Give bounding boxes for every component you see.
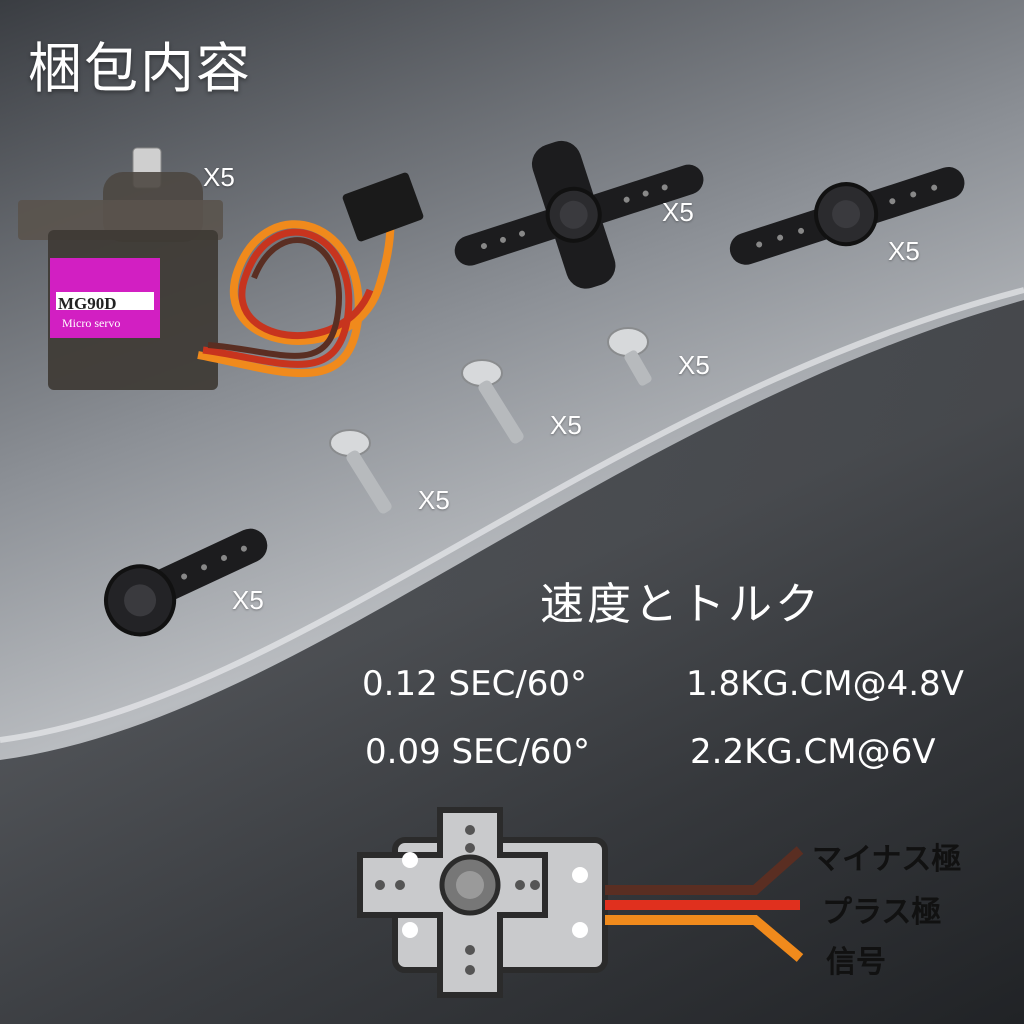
- quantity-label-single-horn: X5: [232, 585, 264, 615]
- long-screw-image-1: [461, 359, 524, 444]
- quantity-label-long-screw-2: X5: [418, 485, 450, 515]
- cross-horn-image: [454, 140, 704, 289]
- page-title: 梱包内容: [28, 37, 252, 100]
- quantity-label-double-horn: X5: [888, 236, 920, 266]
- servo-motor-image: [18, 147, 424, 390]
- spec-speed-2: 0.09 SEC/60°: [365, 732, 591, 772]
- spec-torque-1: 1.8KG.CM@4.8V: [686, 664, 964, 704]
- quantity-label-servo: X5: [203, 162, 235, 192]
- specs-title: 速度とトルク: [540, 579, 822, 630]
- wire-label-signal: 信号: [826, 945, 886, 980]
- quantity-label-long-screw-1: X5: [550, 410, 582, 440]
- spec-speed-1: 0.12 SEC/60°: [362, 664, 588, 704]
- double-horn-image: [729, 166, 965, 265]
- long-screw-image-2: [329, 429, 392, 514]
- spec-torque-2: 2.2KG.CM@6V: [690, 732, 936, 772]
- single-horn-image: [104, 528, 268, 637]
- quantity-label-small-screw: X5: [678, 350, 710, 380]
- wire-lines: [605, 846, 804, 962]
- quantity-label-cross-horn: X5: [662, 197, 694, 227]
- wire-label-positive: プラス極: [822, 895, 942, 930]
- servo-model-label: MG90D: [58, 294, 117, 313]
- servo-wiring-diagram: [357, 807, 608, 998]
- servo-subtitle-label: Micro servo: [62, 316, 121, 330]
- small-screw-image: [607, 327, 652, 386]
- wire-label-negative: マイナス極: [812, 842, 962, 877]
